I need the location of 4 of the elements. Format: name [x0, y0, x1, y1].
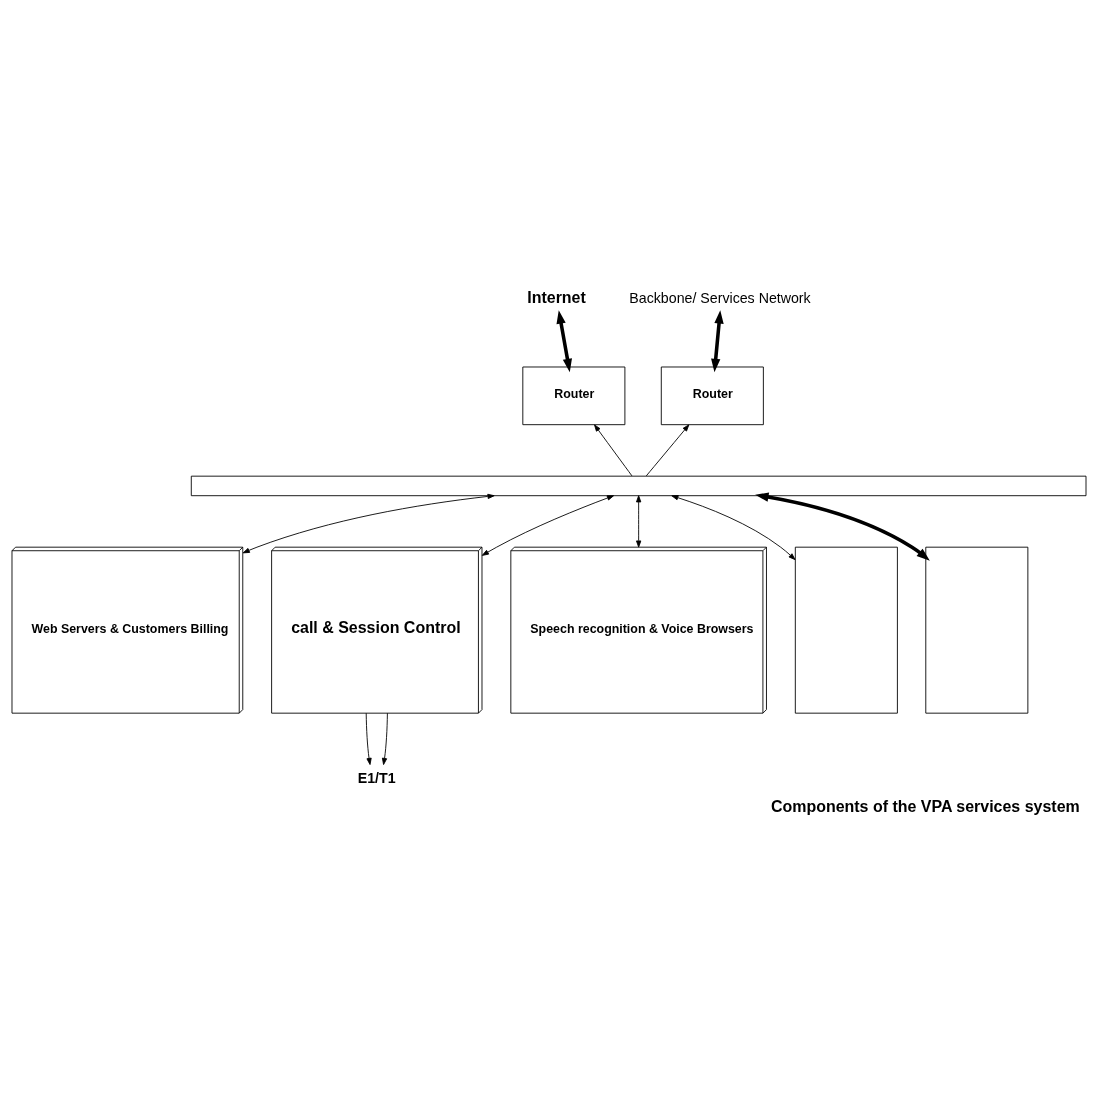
node-text: E1/T1 — [357, 769, 396, 786]
node-text: Internet — [527, 288, 586, 306]
node-text: Backbone/ Services Network — [629, 289, 811, 306]
caption: Components of the VPA services system — [770, 797, 1080, 815]
